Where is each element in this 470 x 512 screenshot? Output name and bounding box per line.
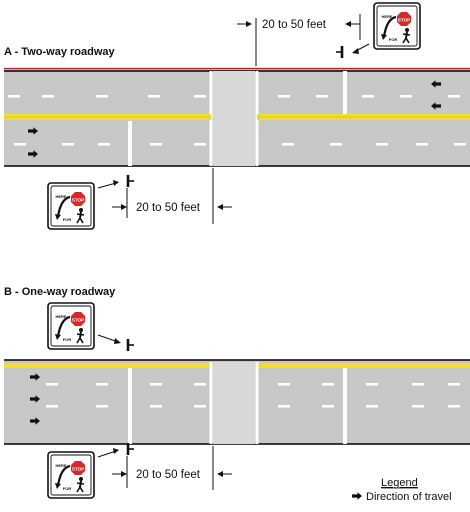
stop-here-for-pedestrians-sign-a-bottom: STOP HERE FOR <box>46 181 96 231</box>
svg-text:HERE: HERE <box>381 14 392 19</box>
edge-line-left <box>4 363 211 368</box>
sign-post-a-top <box>334 44 344 60</box>
sign-post-b-top <box>126 337 136 353</box>
distance-callout-a-top: 20 to 50 feet <box>237 14 361 66</box>
distance-callout-b: 20 to 50 feet <box>112 446 232 490</box>
svg-text:HERE: HERE <box>55 463 66 468</box>
svg-text:STOP: STOP <box>72 318 84 323</box>
one-way-road <box>4 359 470 445</box>
distance-label-b: 20 to 50 feet <box>136 469 201 481</box>
svg-text:HERE: HERE <box>55 314 66 319</box>
section-a-title: A - Two-way roadway <box>4 46 116 58</box>
sign-post-a-bottom <box>126 173 136 189</box>
crosswalk-b <box>213 362 255 444</box>
stop-here-for-pedestrians-sign-b-bottom: STOP HERE FOR <box>46 450 96 500</box>
stop-here-for-pedestrians-sign-b-top: STOP HERE FOR <box>46 301 96 351</box>
svg-text:STOP: STOP <box>72 467 84 472</box>
svg-text:FOR: FOR <box>63 486 72 491</box>
legend-item-direction: Direction of travel <box>366 491 452 503</box>
two-way-road <box>4 67 470 167</box>
distance-callout-a-bottom: 20 to 50 feet <box>112 168 232 224</box>
legend: Legend Direction of travel <box>352 477 452 503</box>
stop-here-for-pedestrians-sign-a-top: STOP HERE FOR <box>372 1 422 51</box>
svg-text:FOR: FOR <box>63 217 72 222</box>
distance-label-a-bottom: 20 to 50 feet <box>136 202 201 214</box>
svg-text:STOP: STOP <box>398 18 410 23</box>
svg-text:STOP: STOP <box>72 198 84 203</box>
svg-text:FOR: FOR <box>389 37 398 42</box>
crosswalk-a <box>213 71 255 166</box>
distance-label-a-top: 20 to 50 feet <box>262 19 327 31</box>
legend-arrow-icon <box>352 492 362 500</box>
svg-text:HERE: HERE <box>55 194 66 199</box>
edge-line-right <box>257 363 470 368</box>
svg-text:FOR: FOR <box>63 337 72 342</box>
section-b-title: B - One-way roadway <box>4 286 116 298</box>
legend-title: Legend <box>381 477 418 489</box>
